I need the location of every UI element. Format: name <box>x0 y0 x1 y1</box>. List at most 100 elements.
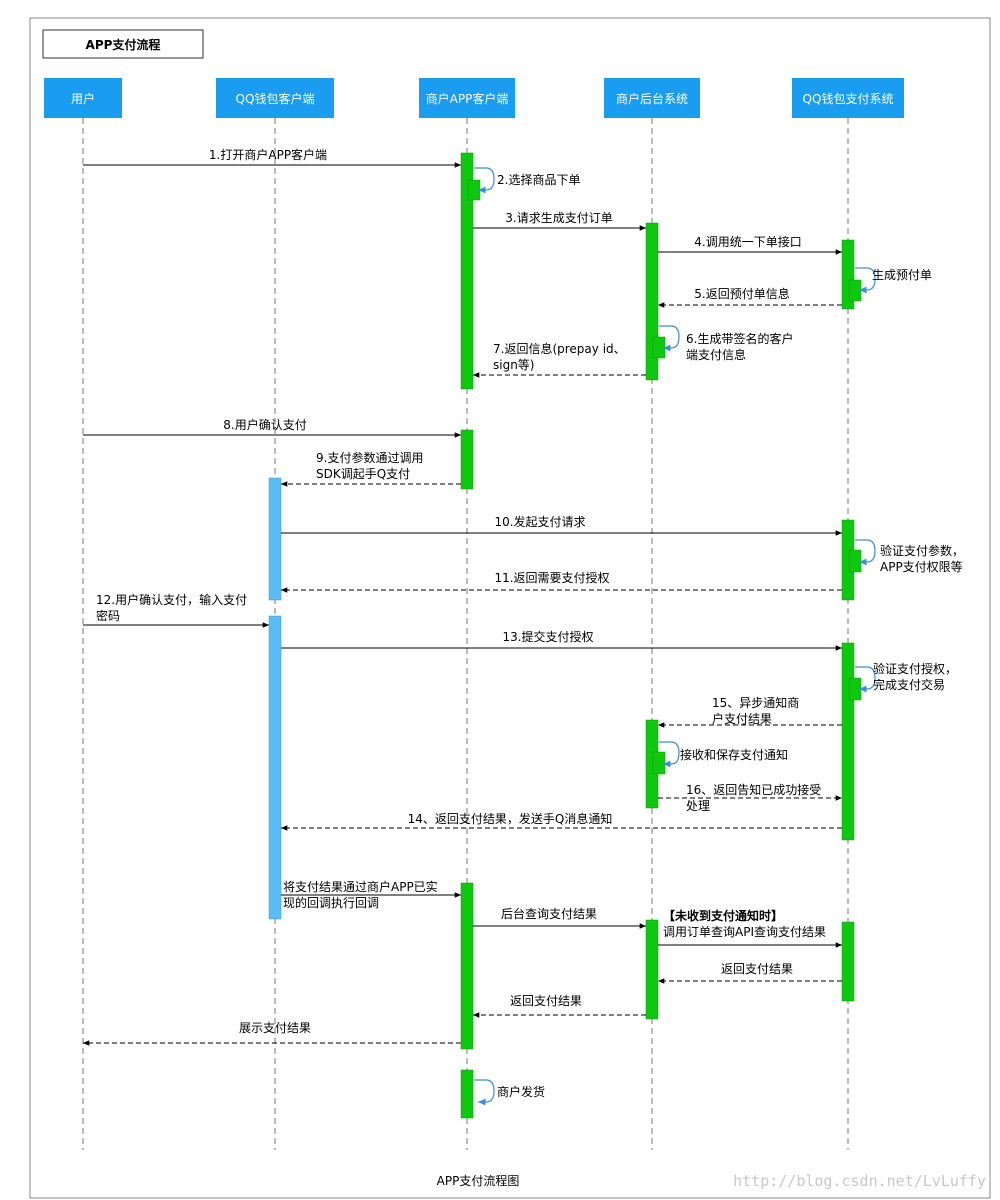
participant-app <box>419 78 515 118</box>
participant-label-app: 商户APP客户端 <box>426 91 509 106</box>
participant-label-user: 用户 <box>71 91 95 106</box>
message-24: 返回支付结果 <box>658 962 842 984</box>
message-label: 返回支付结果 <box>721 962 793 976</box>
message-label: 5.返回预付单信息 <box>694 286 789 301</box>
message-label: 接收和保存支付通知 <box>680 747 788 762</box>
activation-bar-qqpay <box>841 921 855 1002</box>
message-label: 4.调用统一下单接口 <box>694 234 801 249</box>
participant-label-qqclient: QQ钱包客户端 <box>236 91 315 106</box>
message-label: 2.选择商品下单 <box>497 172 580 187</box>
participant-backend <box>604 78 700 118</box>
activation-bar-app <box>460 1069 474 1119</box>
message-label: APP支付权限等 <box>880 560 963 574</box>
message-1: 1.打开商户APP客户端 <box>83 147 461 168</box>
participant-headers: 用户 QQ钱包客户端 商户APP客户端 商户后台系统 QQ钱包支付系统 <box>44 78 904 118</box>
message-label: 12.用户确认支付，输入支付 <box>96 592 247 607</box>
message-label: 10.发起支付请求 <box>494 514 585 529</box>
message-label: 13.提交支付授权 <box>502 629 593 644</box>
message-16: 验证支付授权，完成支付交易 <box>855 661 957 693</box>
message-label: 密码 <box>96 608 120 623</box>
message-6: 5.返回预付单信息 <box>658 286 842 308</box>
diagram-frame <box>29 17 991 1199</box>
diagram-title: APP支付流程 <box>86 37 161 52</box>
message-4: 4.调用统一下单接口 <box>658 234 842 255</box>
message-label: sign等) <box>493 358 535 372</box>
message-label: 返回支付结果 <box>510 994 582 1008</box>
message-27: 商户发货 <box>474 1079 545 1106</box>
activation-bars <box>268 152 862 1119</box>
message-label: 1.打开商户APP客户端 <box>209 147 327 162</box>
watermark: http://blog.csdn.net/LvLuffy <box>733 1172 986 1190</box>
message-label: 16、返回告知已成功接受 <box>686 782 821 797</box>
message-15: 13.提交支付授权 <box>281 629 842 651</box>
message-20: 14、返回支付结果，发送手Q消息通知 <box>281 811 842 831</box>
message-label: 端支付信息 <box>686 347 746 362</box>
message-label: 6.生成带签名的客户 <box>686 331 793 346</box>
activation-bar-qqclient <box>268 615 282 920</box>
message-label: 11.返回需要支付授权 <box>494 570 609 585</box>
message-label: 现的回调执行回调 <box>283 895 379 910</box>
message-label: 14、返回支付结果，发送手Q消息通知 <box>408 811 613 826</box>
diagram-caption: APP支付流程图 <box>437 1173 520 1188</box>
activation-bar-qqpay <box>841 642 855 841</box>
message-label: 3.请求生成支付订单 <box>505 211 612 225</box>
participant-label-backend: 商户后台系统 <box>616 91 688 106</box>
message-label: 7.返回信息(prepay id、 <box>493 341 626 356</box>
participant-qqclient <box>216 78 334 118</box>
activation-bar-qqclient <box>268 477 282 601</box>
message-10: 9.支付参数通过调用 SDK调起手Q支付 <box>281 450 461 487</box>
self-call-arrow <box>855 539 876 566</box>
self-call-arrow <box>474 167 495 194</box>
self-call-arrow <box>659 325 680 352</box>
message-12: 验证支付参数， APP支付权限等 <box>855 539 964 574</box>
message-22: 后台查询支付结果 <box>473 906 646 929</box>
message-11: 10.发起支付请求 <box>281 514 842 536</box>
activation-bar-app <box>460 882 474 1050</box>
message-13: 11.返回需要支付授权 <box>281 570 842 593</box>
message-label: 处理 <box>686 799 710 813</box>
message-2: 2.选择商品下单 <box>474 167 580 194</box>
self-call-arrow <box>855 666 876 693</box>
participant-label-qqpay: QQ钱包支付系统 <box>803 91 894 106</box>
activation-bar-backend <box>645 919 659 1020</box>
message-23: 【未收到支付通知时】调用订单查询API查询支付结果 <box>658 908 842 948</box>
message-9: 8.用户确认支付 <box>83 417 461 438</box>
activation-bar-qqpay <box>848 549 862 573</box>
message-label: SDK调起手Q支付 <box>316 467 410 481</box>
activation-bar-app <box>460 429 474 490</box>
message-label: 15、异步通知商 <box>712 695 799 710</box>
message-25: 返回支付结果 <box>473 994 646 1018</box>
message-26: 展示支付结果 <box>83 1021 461 1046</box>
title-box: APP支付流程 <box>42 29 204 59</box>
message-label: 户支付结果 <box>712 711 772 726</box>
message-3: 3.请求生成支付订单 <box>473 211 646 231</box>
message-8: 7.返回信息(prepay id、 sign等) <box>473 341 646 378</box>
message-label: 8.用户确认支付 <box>223 417 306 432</box>
message-label: 完成支付交易 <box>873 677 945 692</box>
message-label: 调用订单查询API查询支付结果 <box>663 925 826 939</box>
participant-qqpay <box>792 78 904 118</box>
activation-bar-app <box>460 152 474 390</box>
participant-user <box>44 78 122 118</box>
messages: 1.打开商户APP客户端 2.选择商品下单 3.请求生成支付订单 4.调用统一下单接口… <box>83 147 964 1106</box>
message-label: 验证支付参数， <box>880 543 964 558</box>
message-label: 将支付结果通过商户APP已实 <box>283 879 438 894</box>
message-label: 9.支付参数通过调用 <box>316 450 423 465</box>
message-5: 生成预付单 <box>855 267 932 294</box>
message-label: 后台查询支付结果 <box>501 906 597 921</box>
self-call-arrow <box>474 1079 495 1106</box>
message-label: 展示支付结果 <box>239 1021 311 1035</box>
message-18: 接收和保存支付通知 <box>659 741 788 768</box>
message-label: 生成预付单 <box>872 268 932 282</box>
self-call-arrow <box>659 741 680 768</box>
activation-bar-backend <box>652 751 666 775</box>
message-label: 【未收到支付通知时】 <box>663 908 783 923</box>
message-label: 商户发货 <box>497 1084 545 1099</box>
self-call-arrow <box>855 267 876 294</box>
